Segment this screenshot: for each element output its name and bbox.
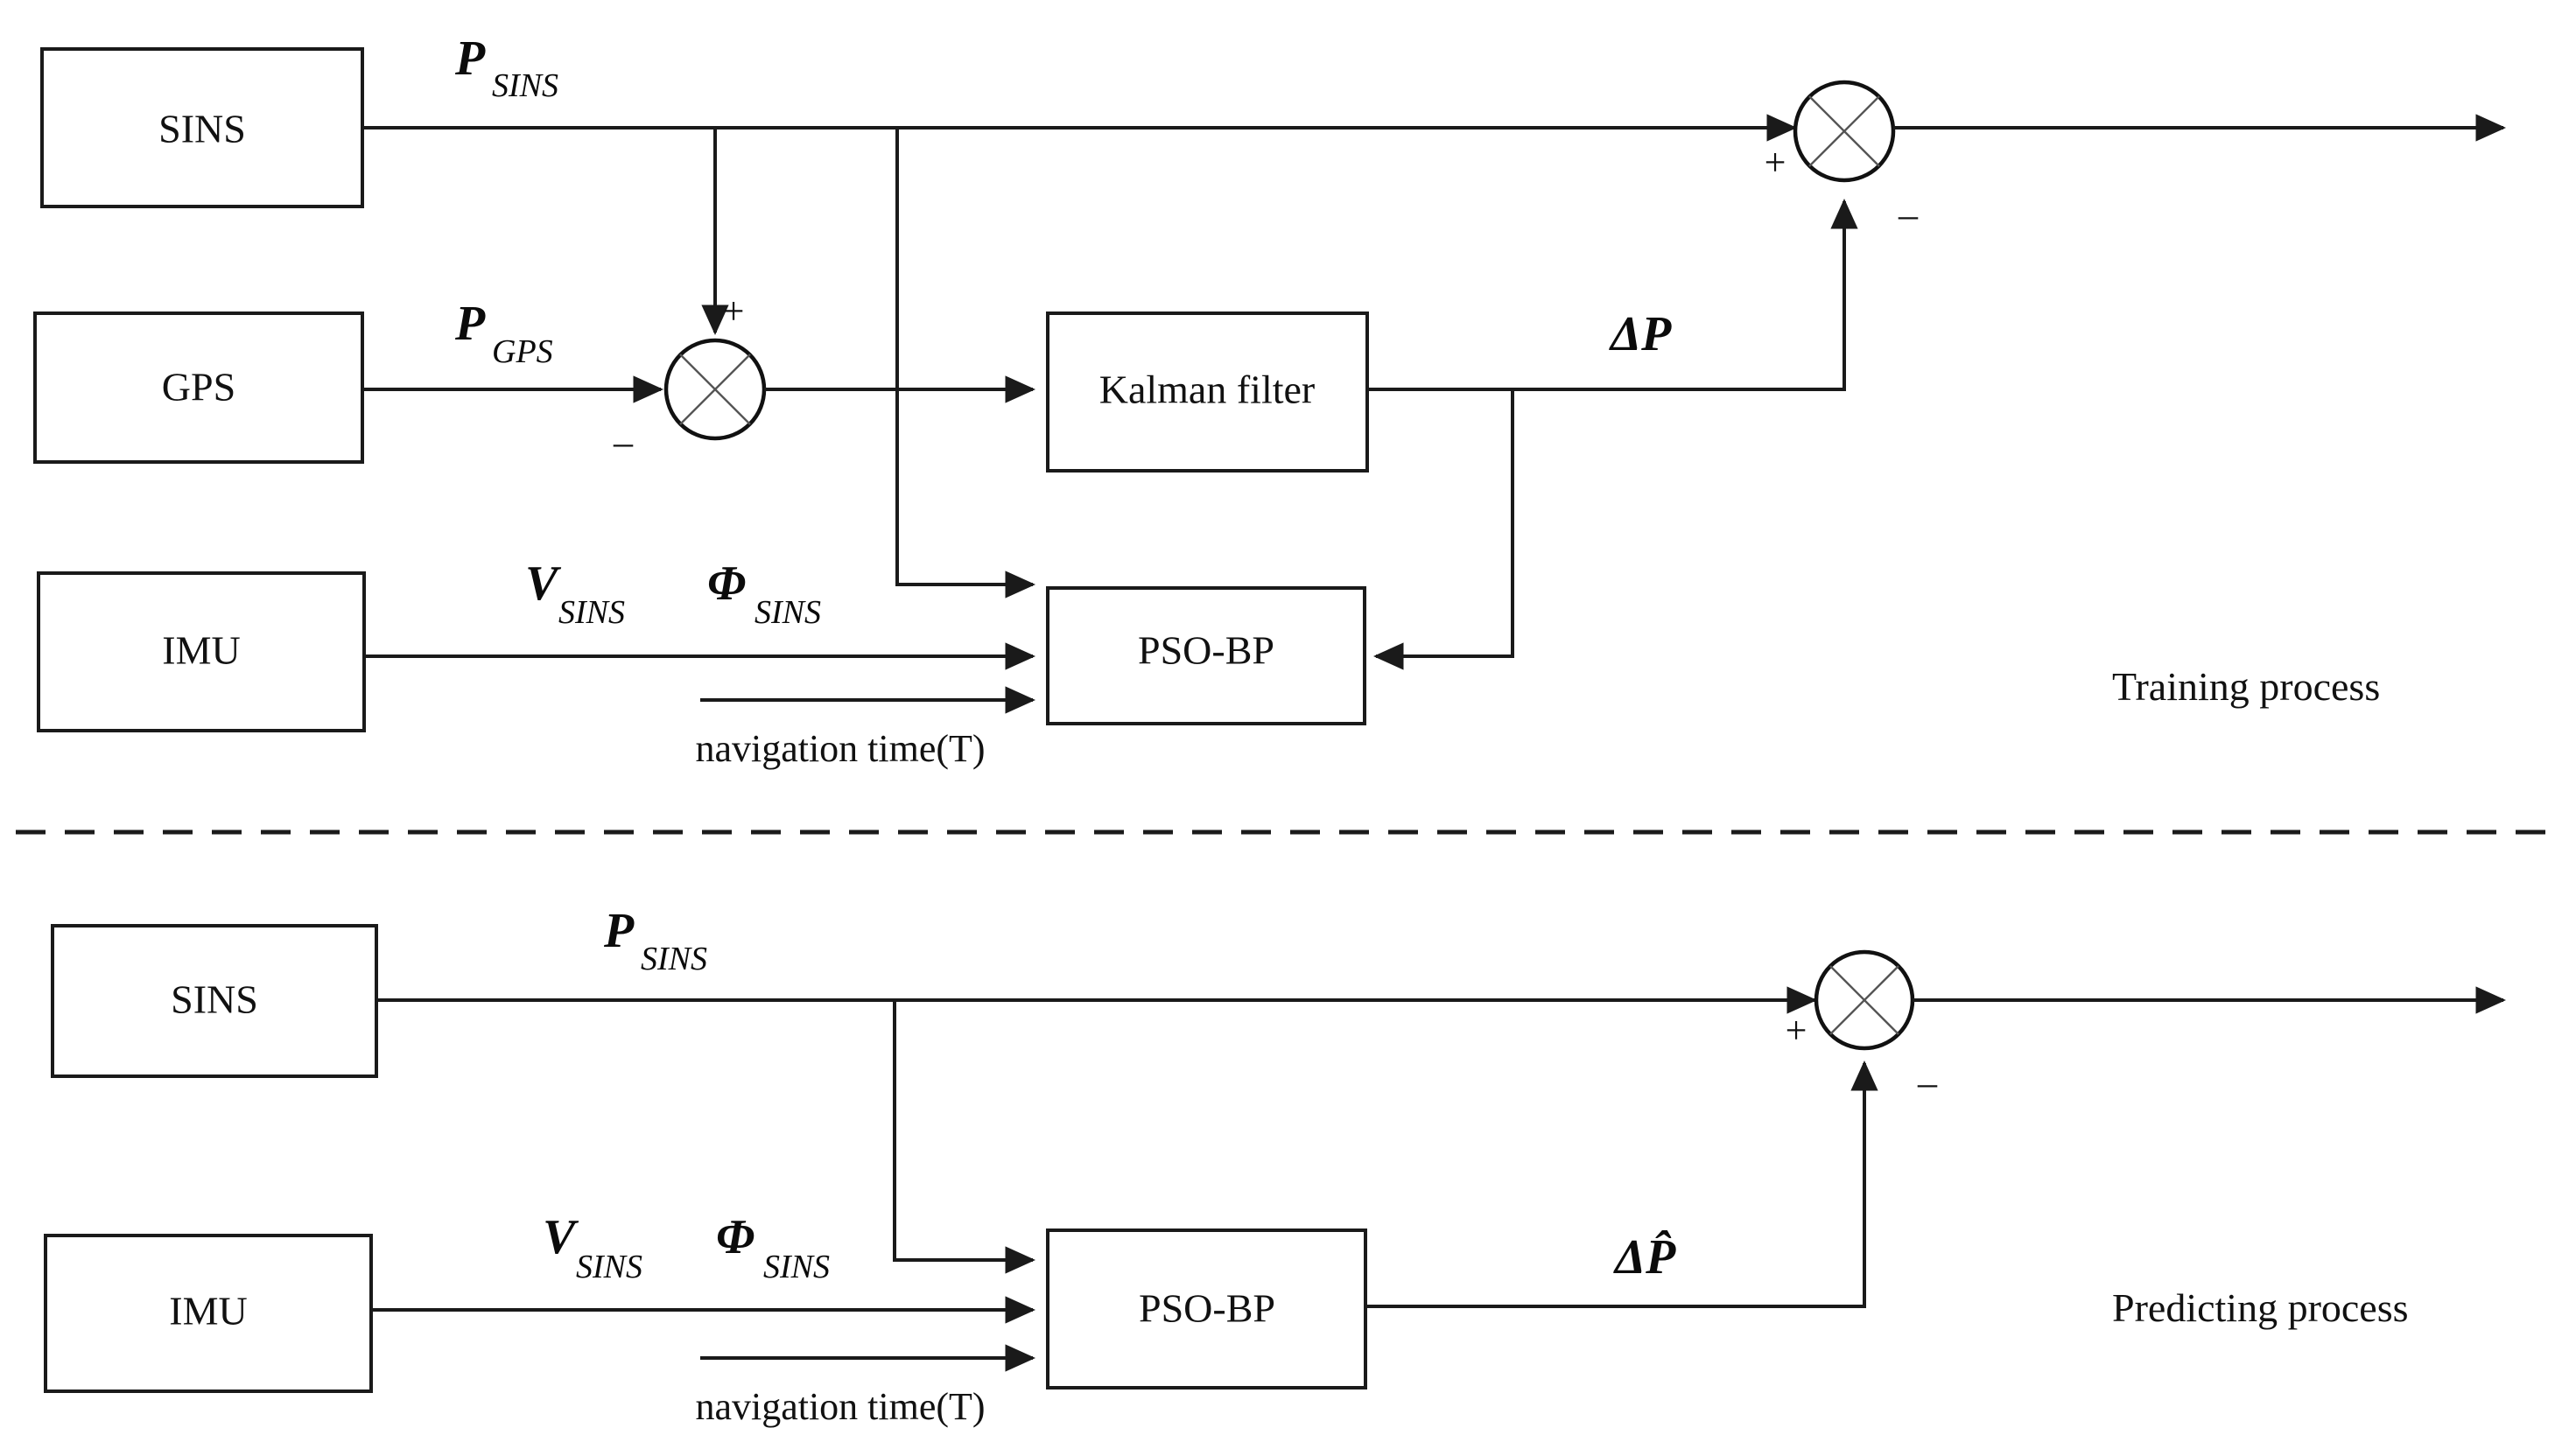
- predicting-sum-x-stroke-b: [1829, 965, 1899, 1035]
- predicting-summing-junction: [1814, 949, 1915, 1051]
- training-sum1-minus-sign: –: [613, 421, 634, 464]
- training-sins-label: SINS: [158, 107, 246, 151]
- predicting-phi-sins-main: Φ: [716, 1210, 755, 1264]
- predicting-process-caption: Predicting process: [2112, 1285, 2409, 1330]
- training-sins-block[interactable]: SINS: [40, 47, 364, 208]
- predicting-label-phi-sins: Φ SINS: [716, 1210, 830, 1285]
- predicting-v-sins-main: V: [543, 1210, 579, 1264]
- training-sum1-x-stroke-b: [679, 354, 751, 425]
- training-delta-p-label: ΔP: [1609, 307, 1672, 361]
- training-wire-deltap-to-psobp: [1373, 389, 1514, 670]
- training-phi-sins-main: Φ: [707, 556, 746, 611]
- training-kalman-box: [1046, 312, 1369, 472]
- training-summing-junction-1: [663, 338, 767, 441]
- training-nav-time-label: navigation time(T): [695, 727, 985, 770]
- predicting-psobp-box: [1046, 1228, 1367, 1390]
- predicting-imu-block[interactable]: IMU: [44, 1234, 373, 1393]
- training-gps-box: [33, 312, 364, 464]
- predicting-sum-minus-sign: –: [1917, 1061, 1938, 1104]
- training-label-p-gps: P GPS: [454, 297, 553, 370]
- predicting-p-sins-main: P: [603, 904, 635, 958]
- predicting-phi-sins-sub: SINS: [763, 1249, 830, 1285]
- training-label-v-sins: V SINS: [525, 556, 625, 631]
- predicting-sins-block[interactable]: SINS: [51, 924, 378, 1078]
- predicting-psobp-label: PSO-BP: [1139, 1286, 1275, 1331]
- training-label-phi-sins: Φ SINS: [707, 556, 821, 631]
- training-label-p-sins: P SINS: [454, 32, 558, 104]
- predicting-sins-label: SINS: [171, 977, 258, 1022]
- predicting-v-sins-sub: SINS: [576, 1249, 642, 1285]
- training-p-sins-main: P: [454, 32, 486, 86]
- predicting-p-sins-sub: SINS: [641, 941, 707, 977]
- training-gps-block[interactable]: GPS: [33, 312, 364, 464]
- training-process-caption: Training process: [2112, 664, 2380, 709]
- training-sum2-minus-sign: –: [1898, 193, 1919, 236]
- training-v-sins-main: V: [525, 556, 562, 611]
- training-psobp-label: PSO-BP: [1138, 628, 1274, 673]
- training-sum1-plus-sign: +: [723, 290, 745, 332]
- training-v-sins-sub: SINS: [558, 594, 625, 631]
- training-imu-label: IMU: [162, 628, 240, 673]
- training-wire-psins-branch-to-psobp: [895, 128, 1035, 598]
- training-wire-deltap-to-sum2: [1367, 199, 1858, 391]
- training-p-sins-sub: SINS: [492, 67, 558, 104]
- predicting-imu-box: [44, 1234, 373, 1393]
- training-kalman-block[interactable]: Kalman filter: [1046, 312, 1369, 472]
- predicting-sum-plus-sign: +: [1786, 1009, 1807, 1052]
- training-imu-block[interactable]: IMU: [37, 571, 366, 732]
- predicting-sins-box: [51, 924, 378, 1078]
- predicting-delta-p-hat-label: ΔP̂: [1613, 1230, 1676, 1284]
- predicting-imu-label: IMU: [169, 1289, 247, 1334]
- training-sum2-x-stroke-b: [1808, 95, 1880, 167]
- training-psobp-block[interactable]: PSO-BP: [1046, 586, 1366, 725]
- training-kalman-label: Kalman filter: [1099, 368, 1316, 412]
- training-psobp-box: [1046, 586, 1366, 725]
- training-gps-label: GPS: [162, 365, 235, 410]
- predicting-wire-deltaphat-to-sum: [1365, 1060, 1878, 1308]
- predicting-nav-time-label: navigation time(T): [695, 1385, 985, 1428]
- training-sins-box: [40, 47, 364, 208]
- training-imu-box: [37, 571, 366, 732]
- training-phi-sins-sub: SINS: [755, 594, 821, 631]
- training-sum2-plus-sign: +: [1765, 141, 1786, 184]
- predicting-label-p-sins: P SINS: [603, 904, 707, 977]
- predicting-psobp-block[interactable]: PSO-BP: [1046, 1228, 1367, 1390]
- training-summing-junction-2: [1793, 80, 1896, 183]
- predicting-label-v-sins: V SINS: [543, 1210, 642, 1285]
- training-p-gps-main: P: [454, 297, 486, 351]
- predicting-wire-psins-branch-to-psobp: [893, 1000, 1035, 1274]
- training-p-gps-sub: GPS: [492, 333, 553, 370]
